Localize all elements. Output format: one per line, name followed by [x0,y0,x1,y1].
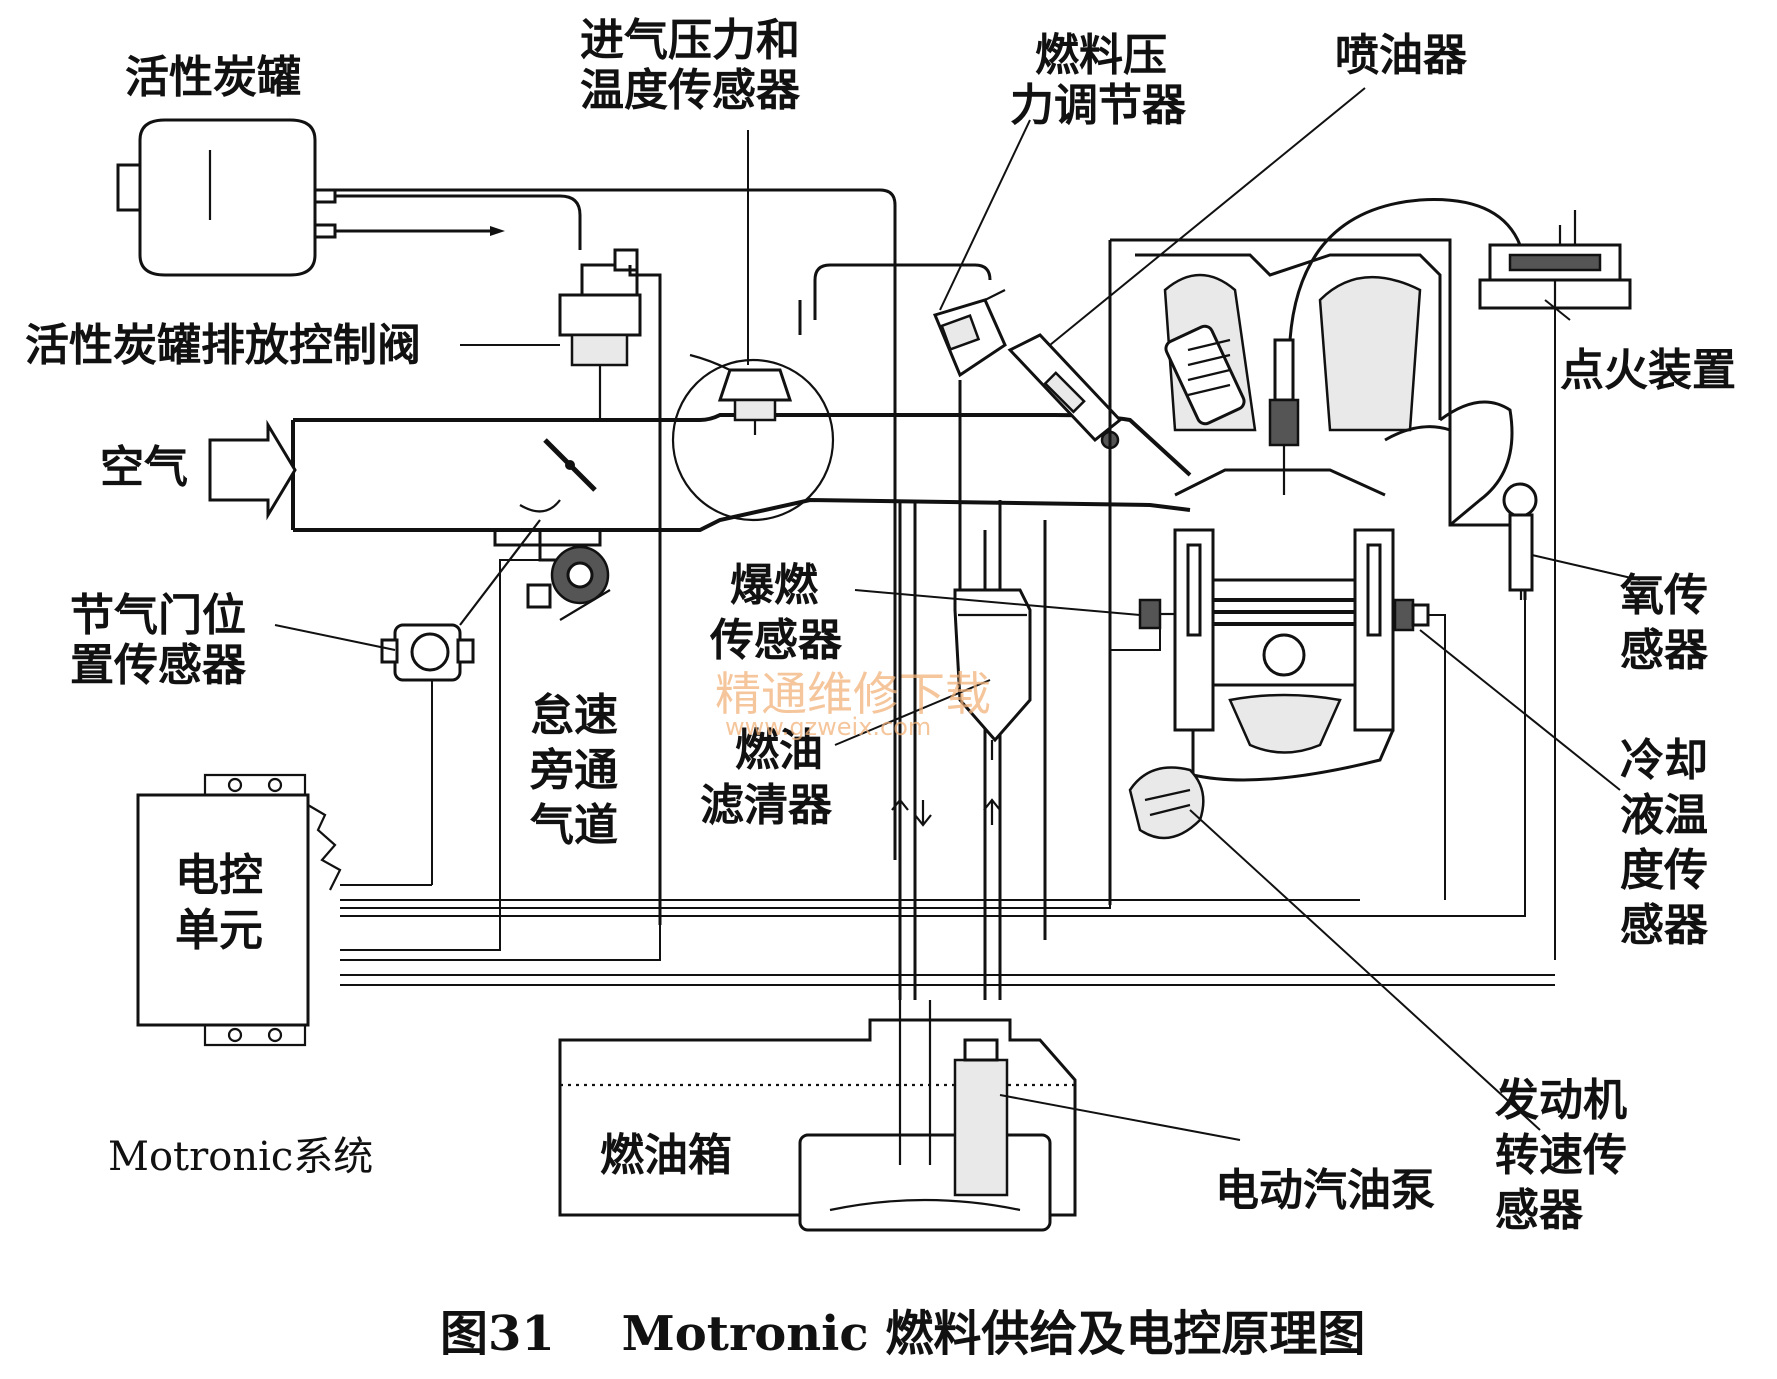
label-system: Motronic系统 [108,1134,373,1180]
ecu-unit [136,773,342,1047]
label-oxygen-2: 感器 [1620,625,1709,676]
watermark-url: www.gzweix.com [725,713,931,741]
knock-sensor [1138,598,1175,630]
label-fuel-pump: 电动汽油泵 [1215,1165,1435,1216]
label-carbon-canister: 活性炭罐 [125,52,301,103]
fuel-filter [953,588,1032,760]
watermark-title: 精通维修下载 [715,667,991,721]
label-rpm-1: 发动机 [1495,1075,1627,1126]
label-idle-bypass-2: 旁通 [529,745,618,796]
label-ecu-1: 电控 [175,850,263,901]
label-oxygen-1: 氧传 [1620,570,1708,621]
label-idle-bypass-3: 气道 [530,800,618,851]
label-fuel-tank: 燃油箱 [600,1130,732,1181]
label-rpm-3: 感器 [1495,1185,1584,1236]
fuel-injector [1007,333,1123,450]
label-coolant-3: 度传 [1620,845,1708,896]
intake-pressure-temp-sensor [671,353,835,522]
canister-purge-valve [558,248,662,925]
label-rpm-2: 转速传 [1495,1130,1627,1181]
label-air: 空气 [100,442,188,493]
label-fuel-filter-1: 燃油 [735,725,823,776]
label-knock-1: 爆燃 [730,560,819,611]
carbon-canister [116,118,337,277]
label-coolant-1: 冷却 [1620,735,1708,786]
wiring-harness [340,559,1555,986]
air-inlet-arrow [208,419,297,521]
figure-caption: 图31 Motronic 燃料供给及电控原理图 [440,1306,1365,1362]
label-idle-bypass-1: 怠速 [530,690,618,741]
engine-rpm-sensor [1128,766,1205,840]
label-regulator-1: 燃料压 [1035,30,1167,81]
label-injector: 喷油器 [1335,30,1468,81]
fuel-flow-arrows [891,798,1001,827]
canister-hose [335,194,582,250]
fuel-pressure-regulator [932,289,1007,378]
label-intake-sensor-2: 温度传感器 [580,65,801,116]
label-ecu-2: 单元 [175,905,263,956]
fuel-tank [558,1000,1077,1232]
throttle-valve [519,438,597,513]
ignition-unit [1288,198,1632,960]
intake-manifold [291,413,1192,547]
label-ignition: 点火装置 [1560,345,1736,396]
engine-block [1108,238,1527,905]
throttle-position-sensor [380,519,541,885]
label-throttle-sensor-2: 置传感器 [70,640,247,691]
vacuum-line [335,188,897,860]
coolant-temp-sensor [1393,598,1430,632]
label-knock-2: 传感器 [709,615,843,666]
label-throttle-sensor-1: 节气门位 [70,590,246,641]
idle-bypass-valve [526,530,611,621]
label-canister-purge-valve: 活性炭罐排放控制阀 [25,320,421,371]
oxygen-sensor [1502,482,1538,600]
label-coolant-2: 液温 [1620,790,1708,841]
label-fuel-filter-2: 滤清器 [700,780,833,831]
flow-arrow [490,226,505,236]
leader-lines [274,87,1641,1141]
label-intake-sensor-1: 进气压力和 [580,15,800,66]
label-regulator-2: 力调节器 [1010,80,1187,131]
label-coolant-4: 感器 [1620,900,1709,951]
